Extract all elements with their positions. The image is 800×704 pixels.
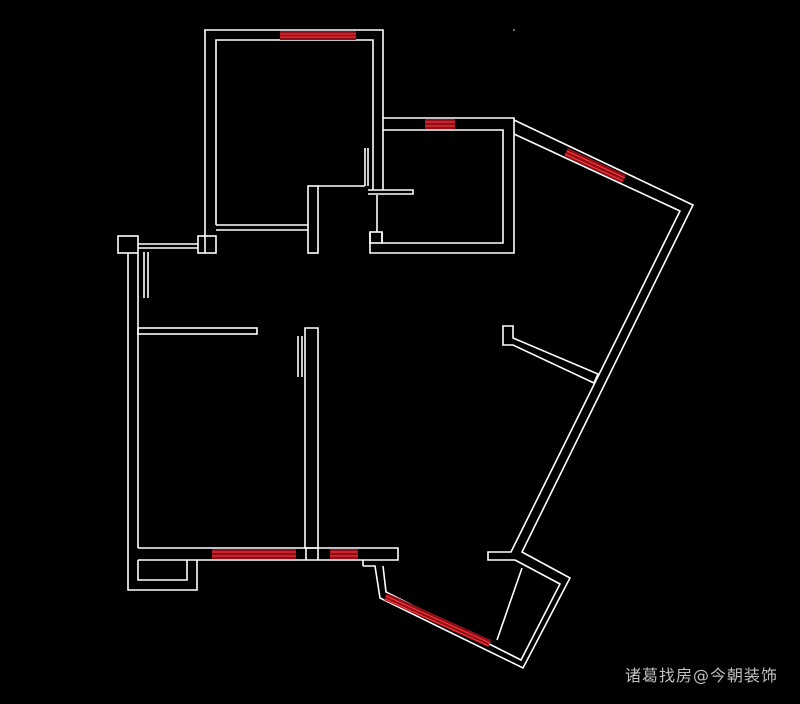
left-bottom-wall <box>138 547 399 561</box>
top-room-bottom-wall <box>216 224 308 231</box>
window-bottom-middle <box>330 549 358 559</box>
window-small-room <box>425 119 455 129</box>
left-inner-wall <box>137 253 188 581</box>
central-column <box>307 148 414 254</box>
left-block <box>117 235 399 591</box>
left-top-post <box>117 235 139 254</box>
right-wing-outer <box>363 119 695 670</box>
left-outer-wall <box>127 253 198 591</box>
watermark-text: 诸葛找房@今朝装饰 <box>624 666 778 685</box>
top-room-outer-wall <box>204 29 384 253</box>
stray-dot <box>513 29 515 31</box>
window-top <box>280 31 356 40</box>
top-room <box>197 29 384 254</box>
top-room-inner-wall <box>215 39 374 225</box>
small-room-inner <box>381 129 504 244</box>
top-room-left-stub <box>197 235 217 254</box>
small-room <box>369 117 515 254</box>
window-bottom-left <box>212 549 296 559</box>
right-wing-balcony <box>382 559 562 662</box>
small-room-outer <box>369 117 515 254</box>
window-right-wing <box>564 148 626 183</box>
right-wing-inner <box>487 133 682 561</box>
window-balcony <box>384 593 491 647</box>
right-wing <box>363 119 695 670</box>
partition-right <box>502 325 600 385</box>
